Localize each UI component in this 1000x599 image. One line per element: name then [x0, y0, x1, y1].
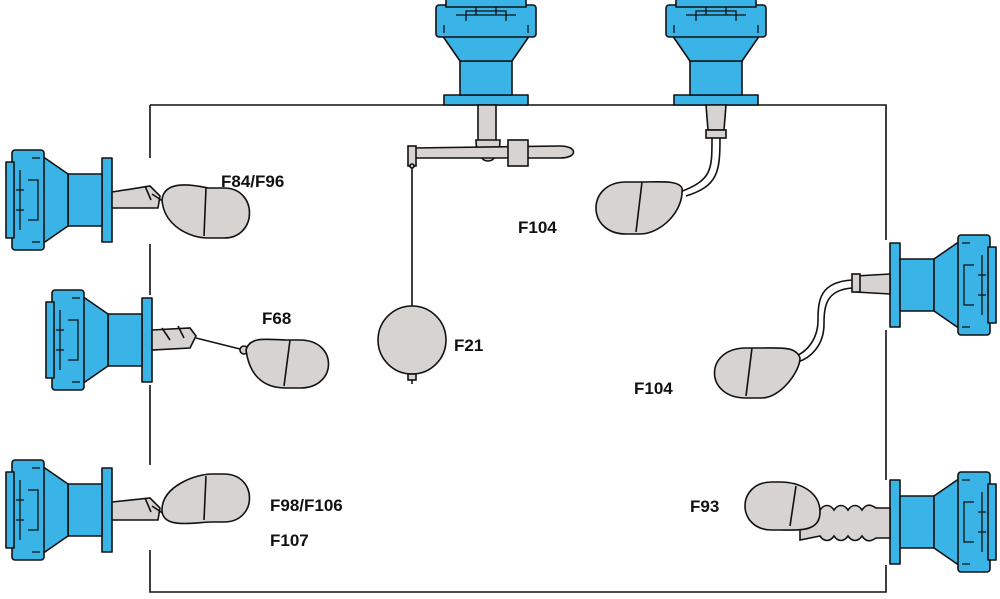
switch-f93: [744, 471, 997, 573]
switch-f104-top: [595, 0, 767, 235]
label-f104-right: F104: [634, 379, 673, 398]
label-f21: F21: [454, 336, 484, 355]
switch-f84-f96: [5, 149, 251, 251]
switch-f104-right: [713, 234, 997, 399]
label-f107: F107: [270, 531, 309, 550]
label-f84-f96: F84/F96: [221, 172, 285, 191]
label-f68: F68: [262, 309, 292, 328]
vessel-outline: [149, 104, 887, 593]
switch-f21: [377, 0, 575, 384]
label-f104-top: F104: [518, 218, 557, 237]
switch-f98-f106: [5, 459, 251, 561]
label-f98-f106: F98/F106: [270, 496, 343, 515]
switch-f68: [45, 289, 330, 391]
label-f93: F93: [690, 497, 720, 516]
